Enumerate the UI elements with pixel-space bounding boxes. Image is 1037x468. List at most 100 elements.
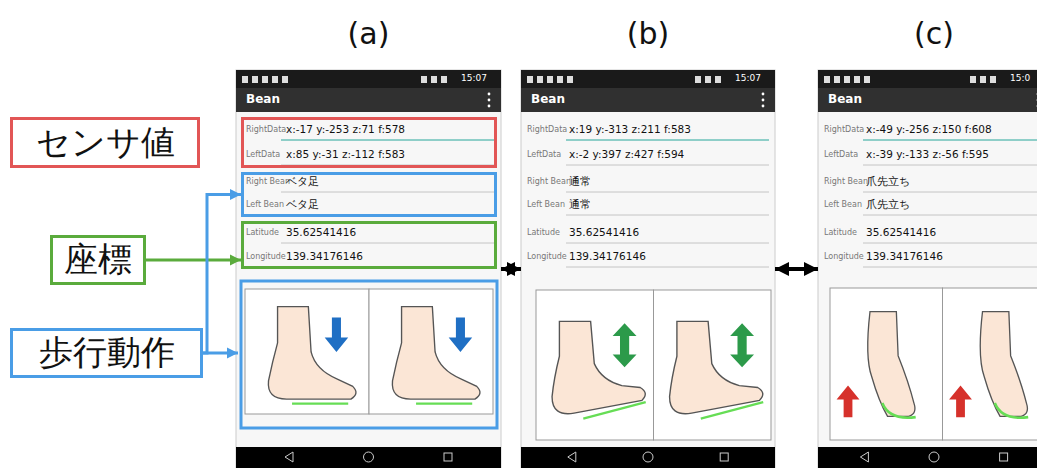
menu-dot xyxy=(488,93,491,96)
status-icon xyxy=(834,76,840,83)
app-title: Bean xyxy=(531,93,565,106)
status-bar xyxy=(818,70,1037,88)
field-label: Latitude xyxy=(527,229,560,238)
field-underline xyxy=(281,243,495,244)
status-icon xyxy=(990,76,996,83)
field-underline xyxy=(566,267,769,268)
field-underline xyxy=(863,140,1037,141)
field-value: x:-49 y:-256 z:150 f:608 xyxy=(866,124,992,136)
status-icon xyxy=(970,76,976,83)
menu-dot xyxy=(762,93,765,96)
highlight-box: RightDatax:-17 y:-253 z:71 f:578LeftData… xyxy=(241,117,497,168)
field-value: 通常 xyxy=(569,199,591,211)
status-icon xyxy=(547,76,553,83)
leader-arrow xyxy=(146,259,241,262)
nav-back xyxy=(568,452,576,462)
phone-screen xyxy=(236,70,501,468)
sole-line xyxy=(416,402,472,404)
status-icon xyxy=(844,76,850,83)
field-value: ベタ足 xyxy=(286,176,319,188)
status-icon xyxy=(980,76,986,83)
status-icon xyxy=(864,76,870,83)
field-value: 35.62541416 xyxy=(866,227,936,239)
panel-heading: (a) xyxy=(348,17,390,50)
callout-box: 座標 xyxy=(50,235,146,285)
field-value: x:85 y:-31 z:-112 f:583 xyxy=(286,149,405,161)
status-icon xyxy=(282,76,288,83)
field-label: LeftData xyxy=(824,151,858,160)
field-label: Longitude xyxy=(824,253,864,262)
field-value: 139.34176146 xyxy=(569,251,646,263)
field-label: RightData xyxy=(527,126,567,135)
screen-ground xyxy=(818,70,1037,468)
up-arrow xyxy=(949,386,972,418)
menu-dot xyxy=(488,105,491,108)
foot-shape xyxy=(980,312,1027,417)
sole-line xyxy=(292,402,348,404)
down-arrow xyxy=(449,318,473,352)
field-underline xyxy=(566,140,769,141)
image-panel xyxy=(245,289,369,414)
status-icon xyxy=(262,76,268,83)
foot-shape xyxy=(670,321,763,413)
image-panel xyxy=(654,290,772,440)
field-label: Latitude xyxy=(824,229,857,238)
screen-ground xyxy=(236,70,501,468)
field-label: Right Bean xyxy=(527,178,571,187)
screen-ground xyxy=(521,70,775,468)
app-bar xyxy=(818,88,1037,112)
sole-line xyxy=(701,402,763,419)
app-bar xyxy=(236,88,501,112)
status-icon xyxy=(431,76,437,83)
field-label: RightData xyxy=(246,126,286,135)
foot-shape xyxy=(268,307,356,399)
field-value: 139.34176146 xyxy=(286,251,363,263)
double-arrow xyxy=(775,267,818,271)
status-icon xyxy=(537,76,543,83)
field-underline xyxy=(863,192,1037,193)
field-label: Latitude xyxy=(246,229,279,238)
status-icon xyxy=(705,76,711,83)
app-bar xyxy=(521,88,775,112)
field-label: RightData xyxy=(824,126,864,135)
field-label: Left Bean xyxy=(824,201,862,210)
foot-shape xyxy=(392,307,480,399)
field-value: 35.62541416 xyxy=(286,227,356,239)
toe-line xyxy=(882,403,915,418)
field-label: Left Bean xyxy=(246,201,284,210)
highlight-box: Right Beanベタ足Left Beanベタ足 xyxy=(241,172,497,217)
callout-box: 歩行動作 xyxy=(10,328,203,378)
nav-recent xyxy=(444,453,452,461)
field-label: LeftData xyxy=(246,151,280,160)
status-icon xyxy=(242,76,248,83)
phone-screen: (a)15:07BeanRightDatax:-17 y:-253 z:71 f… xyxy=(236,70,501,468)
status-icon xyxy=(441,76,447,83)
field-value: 35.62541416 xyxy=(569,227,639,239)
status-bar xyxy=(236,70,501,88)
status-time: 15:07 xyxy=(735,74,761,84)
double-arrow xyxy=(501,267,521,271)
image-panel xyxy=(943,288,1037,440)
field-label: Left Bean xyxy=(527,201,565,210)
panel-heading: (c) xyxy=(914,17,954,50)
field-underline xyxy=(863,267,1037,268)
field-value: x:-2 y:397 z:427 f:594 xyxy=(569,149,684,161)
down-arrow xyxy=(325,318,349,352)
status-icon xyxy=(715,76,721,83)
nav-bar xyxy=(818,447,1037,468)
up-arrow xyxy=(837,386,860,418)
status-icon xyxy=(272,76,278,83)
app-title: Bean xyxy=(828,93,862,106)
phone-screen xyxy=(818,70,1037,468)
callout-label: 座標 xyxy=(64,241,132,278)
highlight-box xyxy=(241,281,497,428)
nav-bar xyxy=(521,447,775,468)
foot-shape xyxy=(552,321,645,413)
field-value: 爪先立ち xyxy=(866,176,910,188)
status-time: 15:07 xyxy=(461,74,487,84)
field-label: Longitude xyxy=(246,253,286,262)
foot-shape xyxy=(868,312,915,417)
foot-figure xyxy=(670,321,764,418)
field-underline xyxy=(566,192,769,193)
